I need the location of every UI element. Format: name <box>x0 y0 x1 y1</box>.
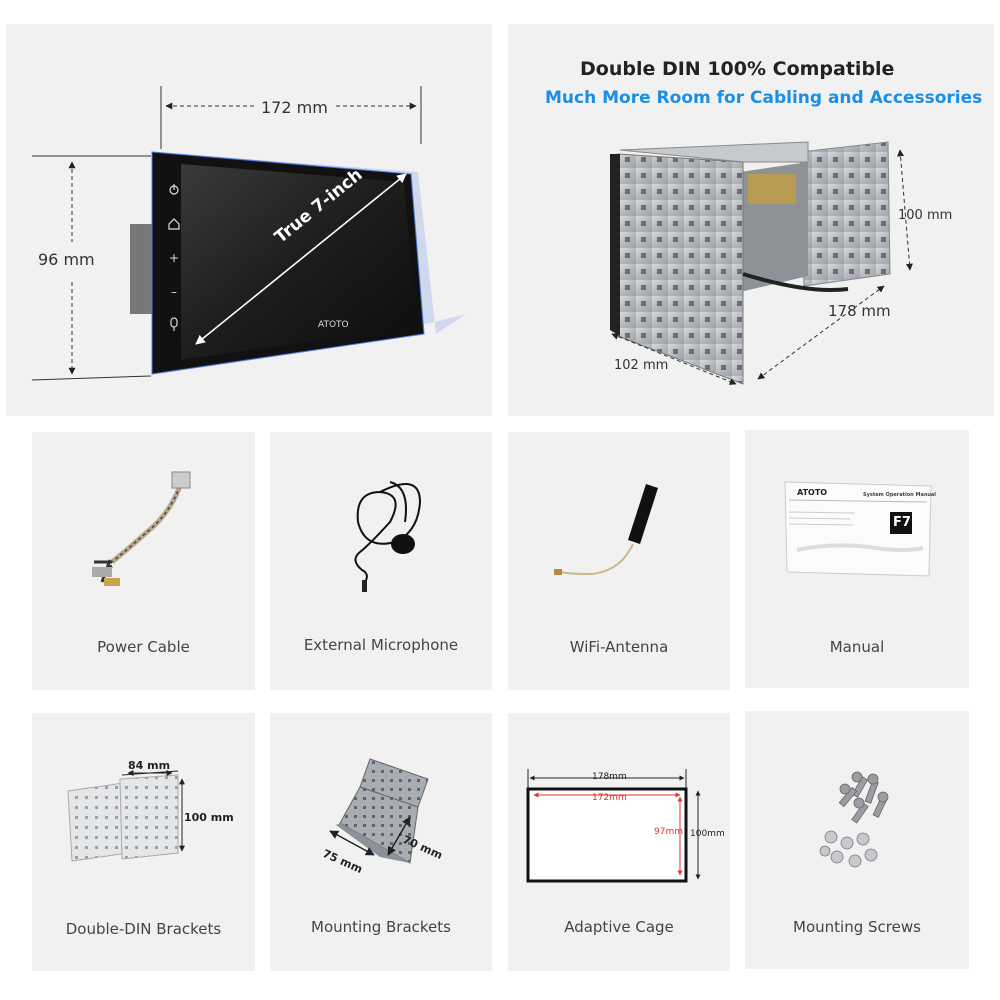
accessory-card-mounting-brackets: 75 mm 70 mm Mounting Brackets <box>270 713 492 971</box>
microphone-image <box>354 481 422 592</box>
manual-title: System Operation Manual <box>863 492 937 498</box>
chassis-height-label: 100 mm <box>898 208 953 223</box>
home-icon <box>168 218 180 230</box>
chassis-depth-label: 178 mm <box>828 302 891 320</box>
bracket-height-label: 100 mm <box>184 811 234 824</box>
screen-width-label: 172 mm <box>261 98 328 117</box>
accessory-card-double-din-brackets: 84 mm 100 mm Double-DIN Brackets <box>32 713 255 971</box>
mounting-screws-image <box>819 771 889 868</box>
chassis-drawing <box>610 141 913 385</box>
accessory-card-manual: ATOTO System Operation Manual F7 Manual <box>745 430 969 688</box>
manual-image <box>784 481 932 577</box>
cage-outer-width-label: 178mm <box>592 772 627 782</box>
microphone-icon <box>170 317 178 331</box>
mounting-brackets-image <box>329 758 429 864</box>
cage-outer-height-label: 100mm <box>690 829 725 839</box>
chassis-panel: Double DIN 100% Compatible Much More Roo… <box>508 24 994 416</box>
cage-inner-height-label: 97mm <box>654 827 683 837</box>
screen-dimension-panel: + – 172 mm 96 mm True 7-inch ATOTO <box>6 24 492 416</box>
accessory-caption: Mounting Screws <box>793 918 921 936</box>
cage-inner-width-label: 172mm <box>592 793 627 803</box>
accessory-caption: Power Cable <box>97 638 190 656</box>
accessory-card-adaptive-cage: 178mm 172mm 97mm 100mm Adaptive Cage <box>508 713 730 971</box>
accessory-caption: Manual <box>829 638 885 656</box>
bracket-width-label: 84 mm <box>128 759 171 772</box>
device-brand-label: ATOTO <box>318 320 349 330</box>
accessory-caption: Adaptive Cage <box>564 918 674 936</box>
accessory-card-microphone: External Microphone <box>270 432 492 690</box>
accessory-card-wifi-antenna: WiFi-Antenna <box>508 432 730 690</box>
wifi-antenna-image <box>554 484 658 576</box>
power-icon <box>169 184 179 195</box>
accessory-caption: WiFi-Antenna <box>569 638 669 656</box>
accessory-caption: External Microphone <box>303 636 459 654</box>
accessory-caption: Double-DIN Brackets <box>65 920 222 938</box>
adaptive-cage-image <box>526 769 701 883</box>
chassis-title: Double DIN 100% Compatible <box>580 58 895 80</box>
manual-badge: F7 <box>893 515 911 530</box>
screen-dimension-drawing: + – <box>31 86 466 381</box>
double-din-brackets-image <box>67 770 185 862</box>
screen-height-label: 96 mm <box>38 250 95 269</box>
chassis-subtitle: Much More Room for Cabling and Accessori… <box>545 88 983 108</box>
accessory-caption: Mounting Brackets <box>311 918 451 936</box>
chassis-width-label: 102 mm <box>614 358 669 373</box>
volume-down-icon: – <box>171 285 177 299</box>
accessory-card-power-cable: Power Cable <box>32 432 255 690</box>
volume-up-icon: + <box>169 251 179 265</box>
power-cable-image <box>92 471 191 586</box>
manual-brand: ATOTO <box>797 488 828 497</box>
accessory-card-mounting-screws: Mounting Screws <box>745 711 969 969</box>
